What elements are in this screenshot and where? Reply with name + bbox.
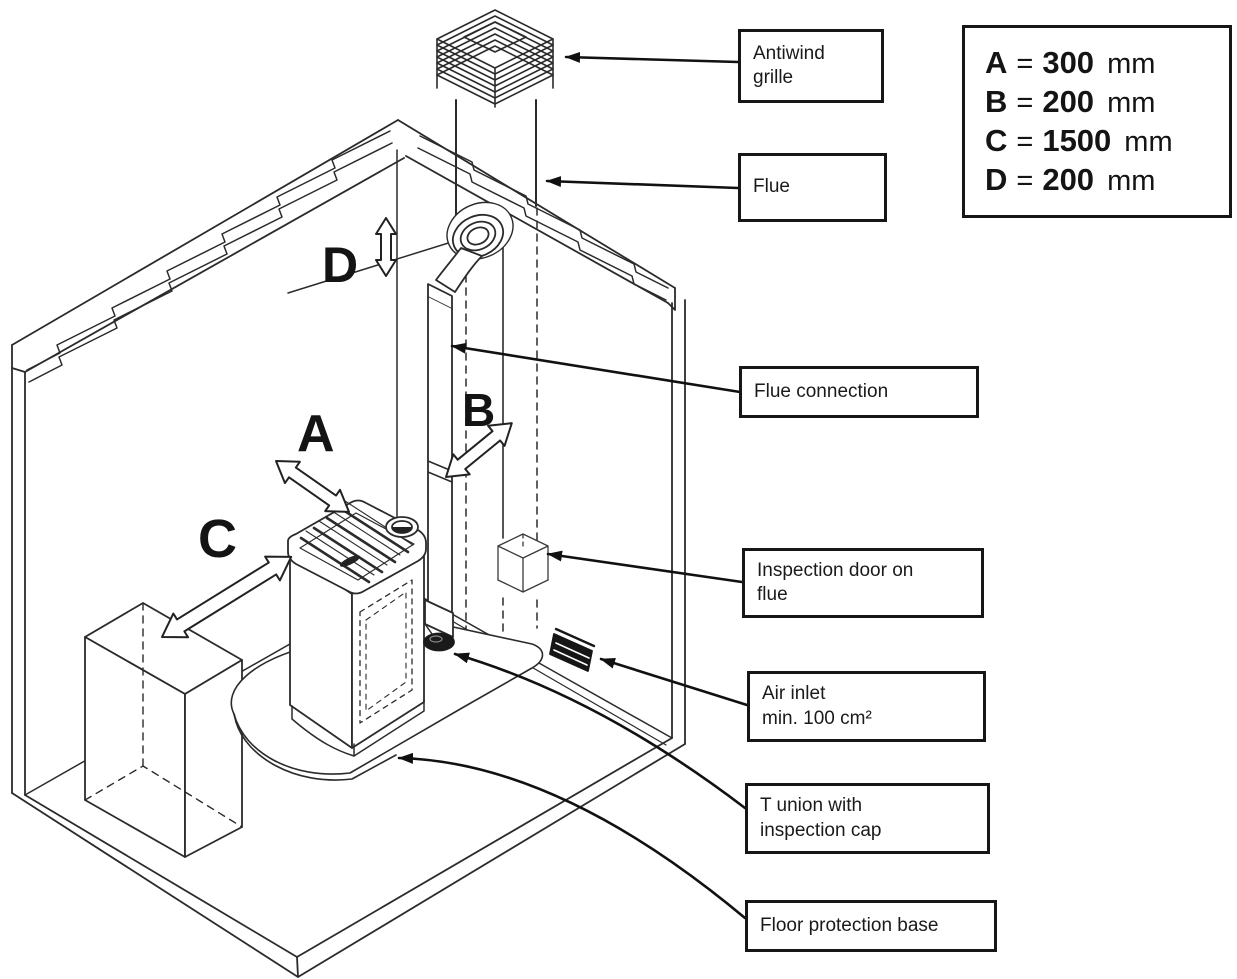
legend-b-equals: =	[1016, 87, 1034, 119]
flue-connection-pipe-drawing	[427, 247, 483, 615]
legend-c-letter: C	[985, 123, 1008, 158]
legend-row-a: A = 300 mm	[985, 45, 1229, 81]
legend-d-value: 200	[1042, 162, 1095, 197]
callout-floor-base-line1: Floor protection base	[760, 914, 939, 936]
legend-a-unit: mm	[1107, 48, 1156, 80]
dimension-legend: A = 300 mm B = 200 mm C = 1500 mm D = 20…	[962, 25, 1232, 218]
roof-collar-drawing	[446, 201, 514, 260]
callout-antiwind-grille-line2: grille	[753, 67, 794, 88]
legend-row-d: D = 200 mm	[985, 162, 1229, 198]
legend-c-equals: =	[1016, 126, 1034, 158]
legend-row-b: B = 200 mm	[985, 84, 1229, 120]
leader-floor-base	[397, 752, 747, 920]
leader-t-union	[453, 652, 747, 810]
legend-a-value: 300	[1042, 45, 1095, 80]
cabinet-drawing	[84, 602, 243, 858]
callout-flue-connection: Flue connection	[739, 366, 979, 418]
legend-d-equals: =	[1016, 165, 1034, 197]
dimension-arrows	[161, 217, 513, 639]
dimension-label-d: D	[322, 237, 359, 293]
callout-t-union-line1: T union with	[760, 795, 863, 817]
dimension-label-c: C	[198, 509, 237, 569]
air-inlet-vent-drawing	[549, 627, 596, 672]
legend-c-unit: mm	[1124, 126, 1173, 158]
flue-pipe-drawing	[455, 99, 538, 633]
callout-antiwind-grille-line1: Antiwind	[753, 42, 825, 64]
t-union-drawing	[423, 599, 455, 652]
callout-air-inlet-line2: min. 100 cm²	[762, 707, 872, 729]
callout-inspection-door: Inspection door on flue	[742, 548, 984, 618]
leader-inspection-door	[546, 550, 744, 584]
legend-b-value: 200	[1042, 84, 1095, 119]
dimension-label-a: A	[297, 405, 335, 463]
dimension-arrow-c	[161, 555, 293, 639]
legend-b-unit: mm	[1107, 87, 1156, 119]
antiwind-grille-drawing	[436, 9, 554, 108]
dimension-arrow-a	[275, 460, 350, 513]
callout-t-union: T union with inspection cap	[745, 783, 990, 854]
callout-t-union-line2: inspection cap	[760, 819, 882, 841]
leader-flue-connection	[450, 342, 742, 394]
callout-air-inlet: Air inlet min. 100 cm²	[747, 671, 986, 742]
legend-d-letter: D	[985, 162, 1008, 197]
legend-a-letter: A	[985, 45, 1008, 80]
callout-flue: Flue	[738, 153, 887, 222]
callout-flue-line1: Flue	[753, 176, 790, 198]
callout-leader-lines	[397, 51, 749, 920]
dimension-arrow-b	[445, 422, 513, 478]
inspection-door-drawing	[497, 533, 549, 593]
leader-flue	[545, 176, 740, 190]
callout-air-inlet-line1: Air inlet	[762, 683, 826, 705]
callout-inspection-door-line2: flue	[757, 584, 788, 605]
legend-b-letter: B	[985, 84, 1008, 119]
leader-antiwind-grille	[564, 51, 740, 64]
callout-inspection-door-line1: Inspection door on	[757, 559, 914, 581]
dimension-label-b: B	[462, 384, 496, 436]
legend-d-unit: mm	[1107, 165, 1156, 197]
callout-floor-base: Floor protection base	[745, 900, 997, 952]
stove-drawing	[287, 499, 427, 757]
leader-air-inlet	[599, 657, 749, 707]
callout-antiwind-grille: Antiwind grille	[738, 29, 884, 103]
dimension-arrow-d	[375, 217, 397, 277]
legend-a-equals: =	[1016, 48, 1034, 80]
callout-flue-connection-line1: Flue connection	[754, 380, 889, 402]
legend-row-c: C = 1500 mm	[985, 123, 1229, 159]
legend-c-value: 1500	[1042, 123, 1112, 158]
